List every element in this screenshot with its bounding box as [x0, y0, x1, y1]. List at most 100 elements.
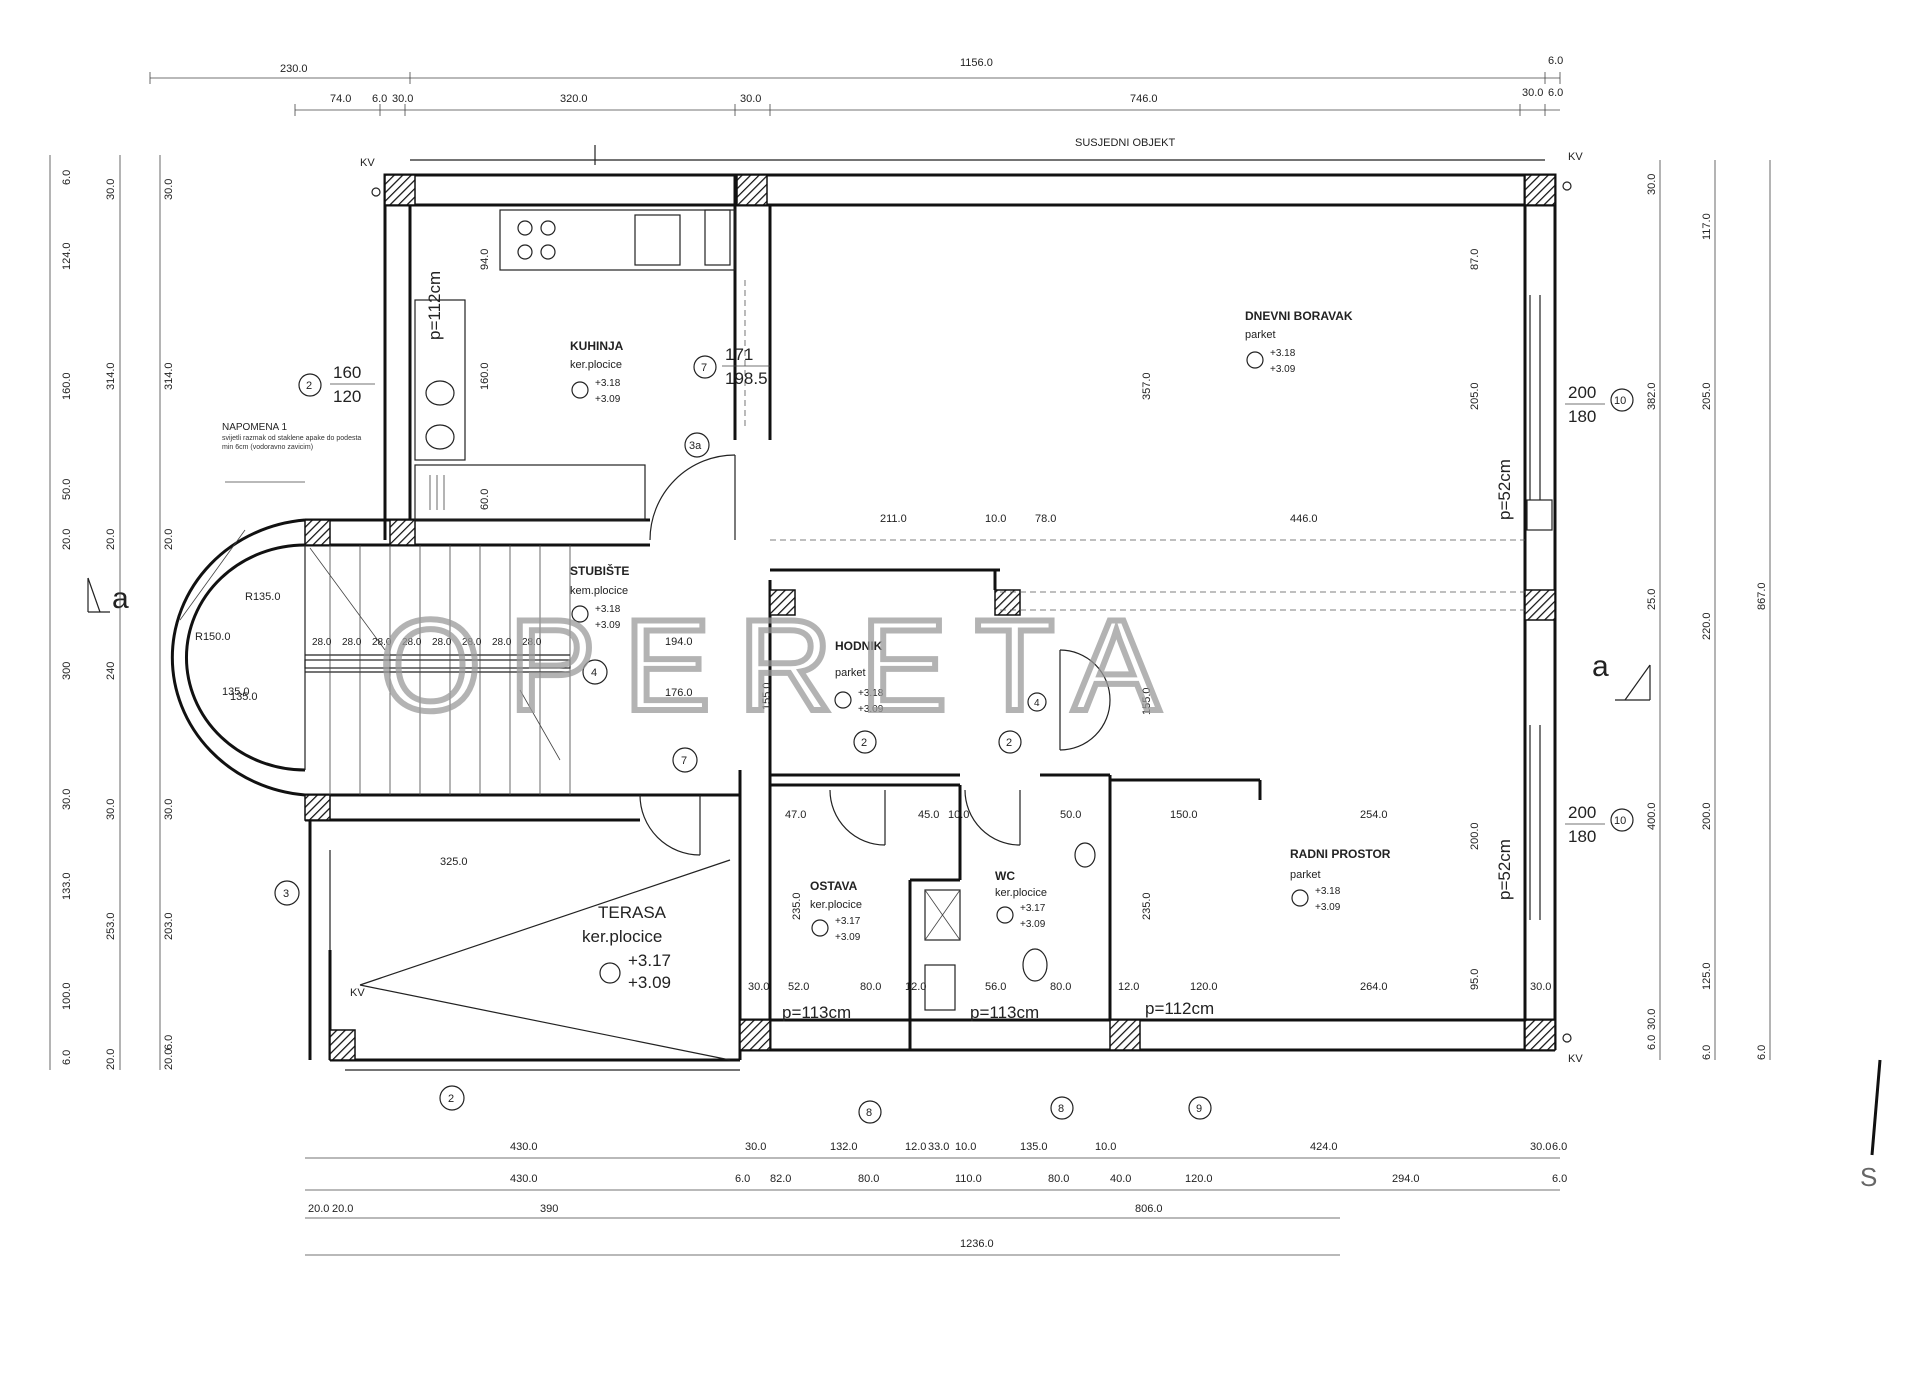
kitchen-counter	[414, 209, 736, 521]
svg-text:12.0: 12.0	[1118, 981, 1139, 993]
svg-text:155.0: 155.0	[1141, 687, 1153, 715]
window-note-living: p=52cm	[1495, 459, 1514, 520]
room-ostava: OSTAVA ker.plocice +3.17 +3.09	[810, 879, 862, 943]
svg-text:R150.0: R150.0	[195, 631, 230, 643]
right-dimensions: 30.0 382.0 25.0 400.0 6.0 30.0 117.0 205…	[1646, 160, 1771, 1060]
svg-text:200: 200	[1568, 383, 1596, 402]
svg-text:430.0: 430.0	[510, 1173, 538, 1185]
top-dimensions: 230.0 1156.0 6.0 74.0 6.0 30.0 320.0 30.…	[149, 55, 1563, 116]
svg-text:314.0: 314.0	[105, 362, 117, 390]
stairs: 28.0 28.0 28.0 28.0 28.0 28.0 28.0 28.0	[304, 545, 571, 795]
svg-text:25.0: 25.0	[1646, 589, 1658, 610]
room-level-top: +3.17	[628, 951, 671, 970]
room-level-bot: +3.09	[835, 932, 861, 943]
room-name: DNEVNI BORAVAK	[1245, 309, 1353, 323]
dim-top2-e: 30.0	[740, 93, 761, 105]
svg-text:8: 8	[1058, 1103, 1064, 1115]
svg-text:424.0: 424.0	[1310, 1141, 1338, 1153]
hall-doors	[639, 649, 1111, 856]
svg-text:a: a	[112, 582, 129, 615]
room-level-top: +3.18	[1315, 886, 1341, 897]
room-floor: ker.plocice	[582, 927, 662, 946]
room-level-top: +3.18	[1270, 348, 1296, 359]
svg-text:50.0: 50.0	[1060, 809, 1081, 821]
svg-text:194.0: 194.0	[665, 636, 693, 648]
opening-tag-10a: 200 180 10	[1565, 383, 1634, 426]
room-level-bot: +3.09	[595, 394, 621, 405]
room-terasa: TERASA ker.plocice +3.17 +3.09	[582, 903, 671, 992]
svg-text:200.0: 200.0	[1701, 802, 1713, 830]
svg-text:7: 7	[681, 755, 687, 767]
svg-text:200: 200	[1568, 803, 1596, 822]
svg-text:211.0: 211.0	[880, 513, 907, 525]
window-note-radni: p=112cm	[1145, 999, 1214, 1018]
dim-top2-b: 6.0	[372, 93, 387, 105]
room-dnevni: DNEVNI BORAVAK parket +3.18 +3.09	[1245, 309, 1353, 375]
room-floor: ker.plocice	[995, 887, 1047, 899]
stair-step-1: 28.0	[312, 637, 332, 648]
svg-text:80.0: 80.0	[1048, 1173, 1069, 1185]
svg-text:20.0: 20.0	[163, 529, 175, 550]
svg-text:6.0: 6.0	[1646, 1035, 1658, 1050]
room-floor: parket	[1245, 329, 1276, 341]
svg-text:30.0: 30.0	[105, 179, 117, 200]
watermark: OPERETA	[380, 592, 1188, 738]
svg-text:198.5: 198.5	[725, 369, 768, 388]
room-level-bot: +3.09	[1270, 364, 1296, 375]
svg-text:120.0: 120.0	[1190, 981, 1218, 993]
svg-text:294.0: 294.0	[1392, 1173, 1420, 1185]
svg-text:80.0: 80.0	[860, 981, 881, 993]
svg-text:30.0: 30.0	[748, 981, 769, 993]
room-name: KUHINJA	[570, 339, 624, 353]
svg-text:94.0: 94.0	[479, 249, 491, 270]
svg-text:82.0: 82.0	[770, 1173, 791, 1185]
room-name: OSTAVA	[810, 879, 858, 893]
window-note-work: p=52cm	[1495, 839, 1514, 900]
svg-text:R135.0: R135.0	[245, 591, 280, 603]
opening-tag-2: 2 160 120	[298, 363, 375, 406]
svg-text:87.0: 87.0	[1469, 249, 1481, 270]
svg-text:30.0: 30.0	[1646, 1009, 1658, 1030]
south-mark: S	[1860, 1162, 1877, 1192]
room-level-bot: +3.09	[595, 620, 621, 631]
svg-text:6.0: 6.0	[1552, 1173, 1567, 1185]
window-note-ostava: p=113cm	[782, 1003, 851, 1022]
svg-text:390: 390	[540, 1203, 558, 1215]
svg-text:30.0: 30.0	[163, 799, 175, 820]
svg-text:6.0: 6.0	[1756, 1045, 1768, 1060]
svg-text:125.0: 125.0	[1701, 962, 1713, 990]
svg-text:10: 10	[1614, 815, 1626, 827]
svg-text:10: 10	[1614, 395, 1626, 407]
room-name: STUBIŠTE	[570, 563, 629, 578]
window-note-kitchen: p=112cm	[425, 271, 444, 340]
svg-text:52.0: 52.0	[788, 981, 809, 993]
stair-step-7: 28.0	[492, 637, 512, 648]
svg-text:357.0: 357.0	[1141, 372, 1153, 400]
svg-text:20.0: 20.0	[332, 1203, 353, 1215]
svg-text:6.0: 6.0	[61, 1050, 73, 1065]
dim-top1-b: 1156.0	[960, 57, 993, 69]
svg-text:47.0: 47.0	[785, 809, 806, 821]
svg-text:160.0: 160.0	[479, 362, 491, 390]
windows-right	[1526, 295, 1553, 920]
svg-text:2: 2	[861, 737, 867, 749]
bubbles: 3a 4 7 2 2 3 2 8 8 9 4	[274, 432, 1212, 1124]
svg-text:6.0: 6.0	[1701, 1045, 1713, 1060]
svg-text:2: 2	[306, 380, 312, 392]
note-text: svijetli razmak od staklene apake do pod…	[222, 435, 362, 451]
neighbor-label: SUSJEDNI OBJEKT	[1075, 137, 1176, 149]
svg-text:10.0: 10.0	[1095, 1141, 1116, 1153]
svg-text:254.0: 254.0	[1360, 809, 1388, 821]
window-note-wc: p=113cm	[970, 1003, 1039, 1022]
dim-top2-h: 6.0	[1548, 87, 1563, 99]
stair-bay	[170, 518, 306, 797]
svg-text:20.0: 20.0	[308, 1203, 329, 1215]
svg-text:4: 4	[1034, 698, 1040, 709]
svg-text:867.0: 867.0	[1756, 582, 1768, 610]
svg-text:120: 120	[333, 387, 361, 406]
opening-tag-7: 7 171 198.5	[693, 345, 770, 388]
room-floor: parket	[1290, 869, 1321, 881]
svg-text:a: a	[1592, 650, 1609, 683]
stair-step-6: 28.0	[462, 637, 482, 648]
svg-text:20.0: 20.0	[105, 1049, 117, 1070]
